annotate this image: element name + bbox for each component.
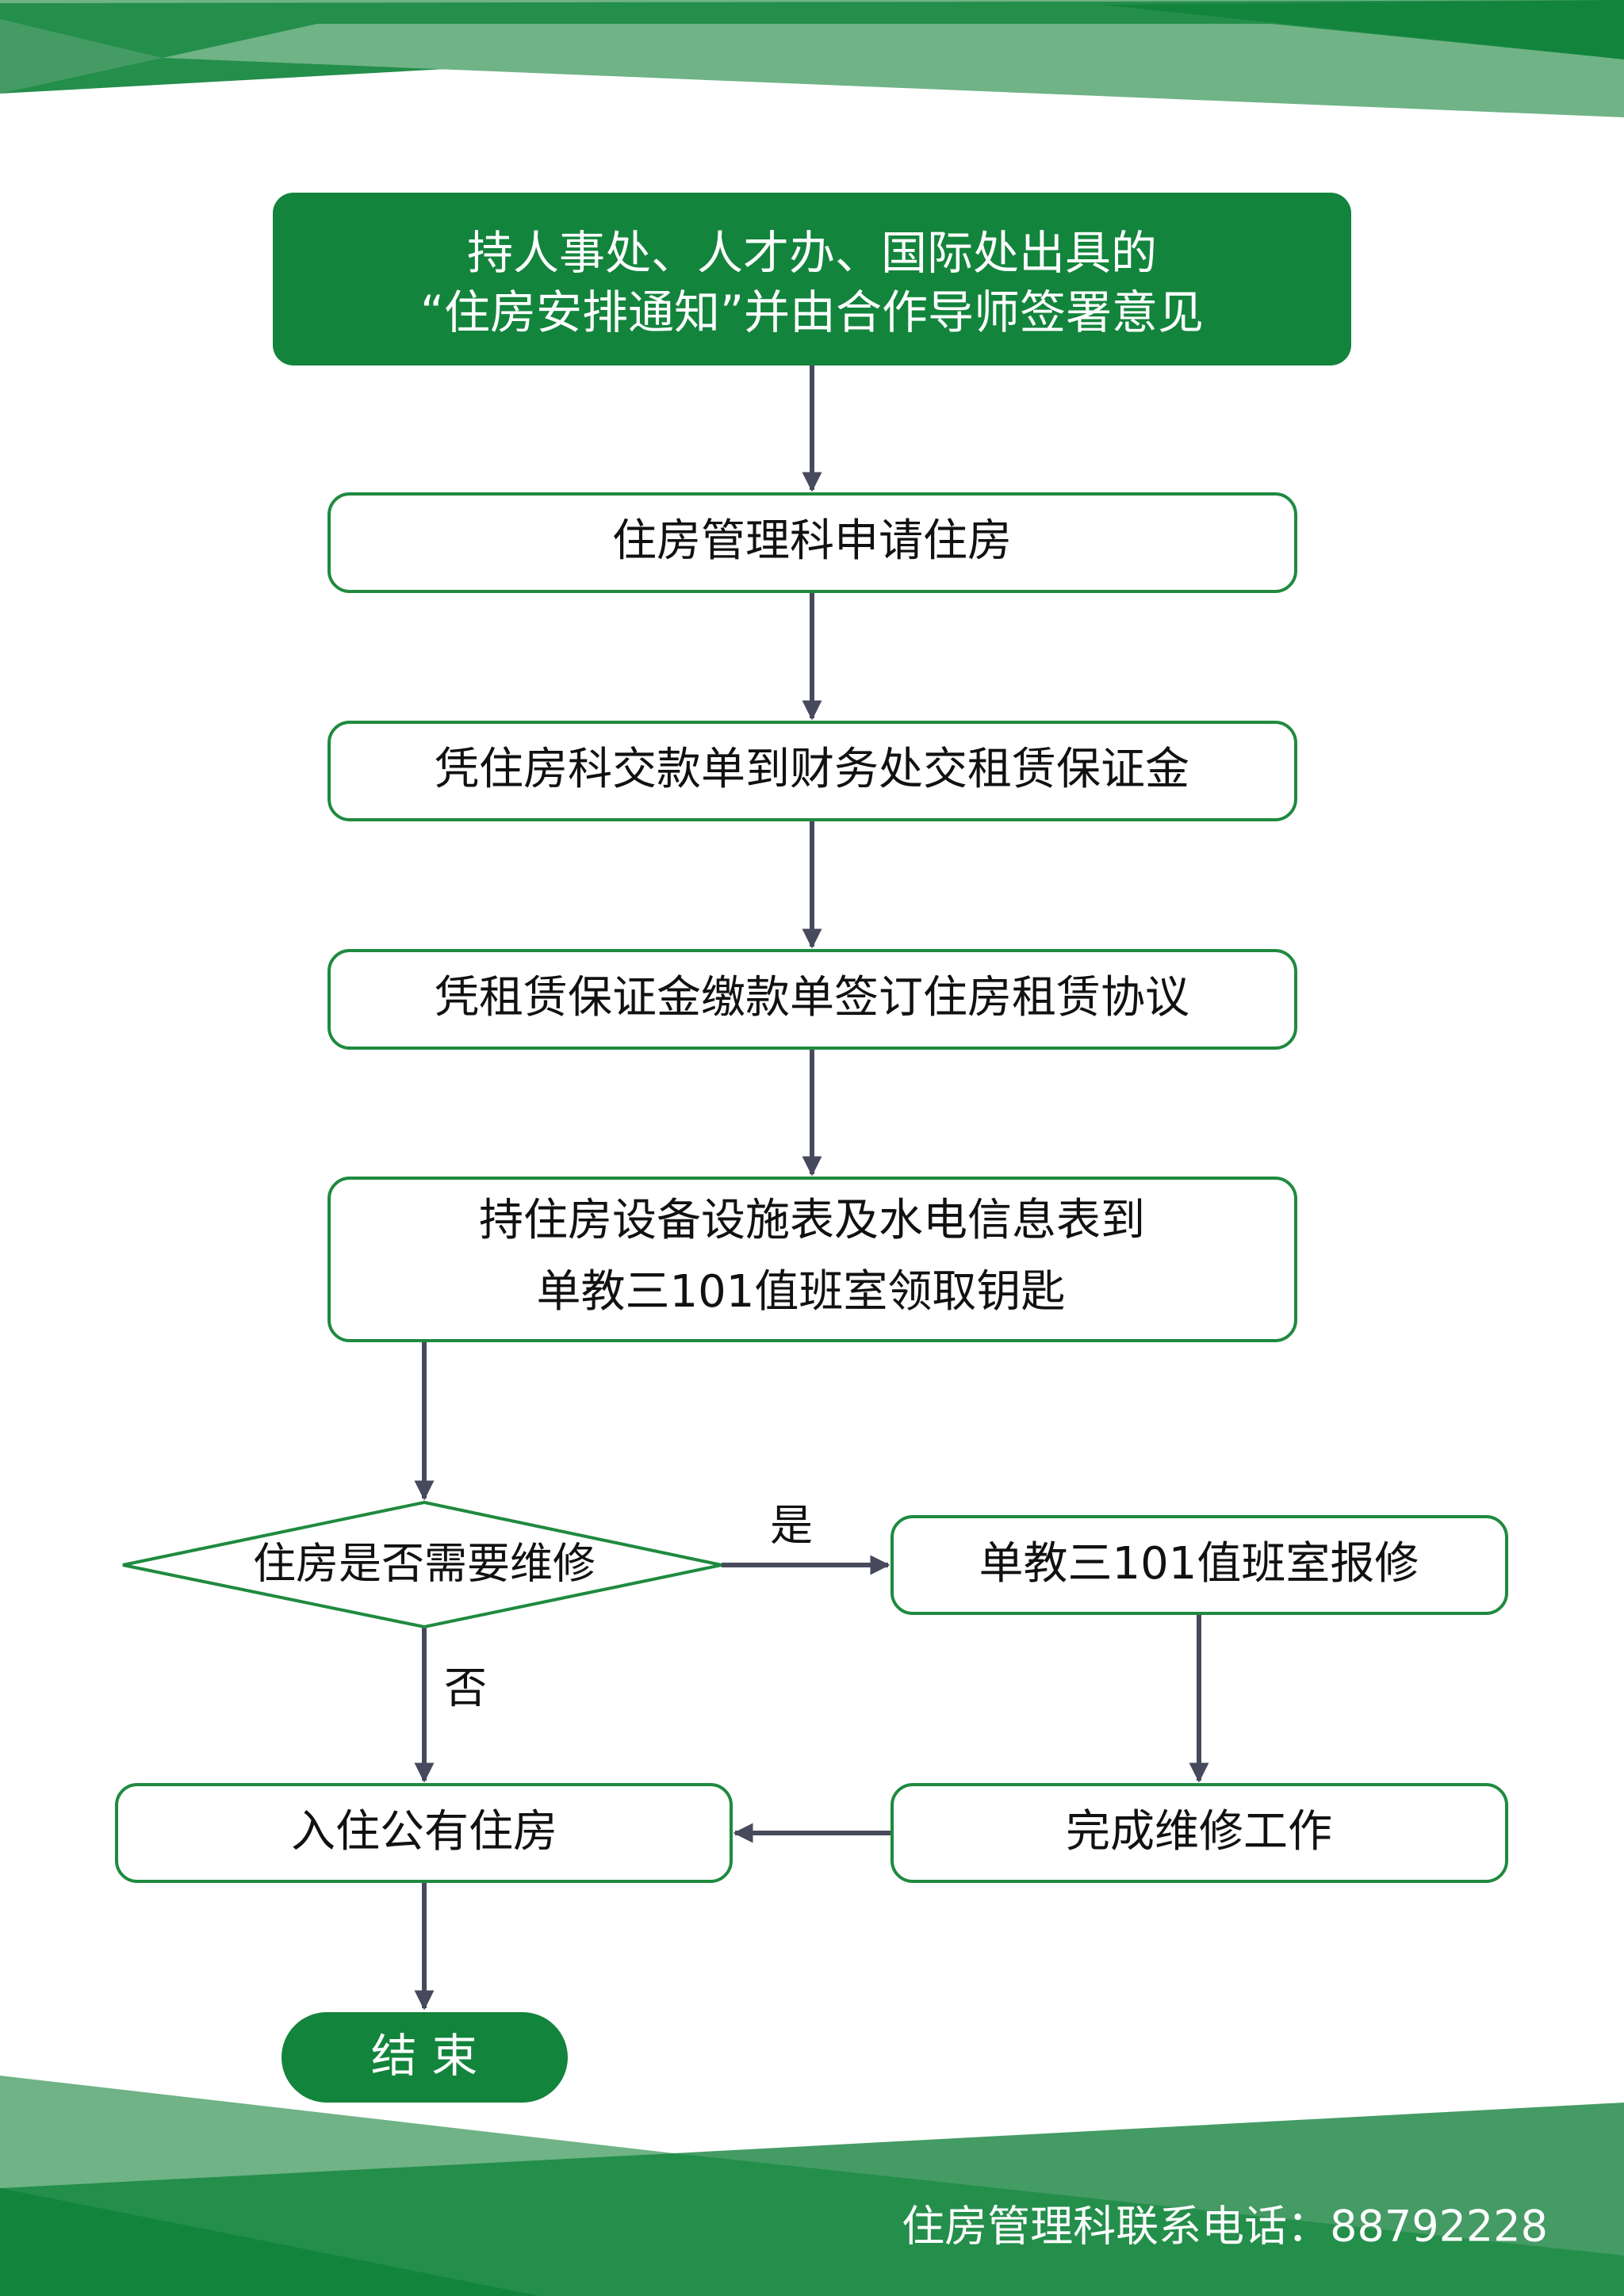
bottom-band-light-left	[0, 2076, 674, 2188]
start-box	[273, 193, 1351, 365]
step-apply: 住房管理科申请住房	[327, 492, 1297, 593]
step-deposit-text: 凭住房科交款单到财务处交租赁保证金	[435, 744, 1189, 795]
start-text-line1: 持人事处、人才办、国际处出具的	[467, 226, 1157, 280]
move-in-box	[115, 1783, 733, 1883]
repair-report-node: 单教三101值班室报修	[891, 1515, 1508, 1615]
step-apply-box	[327, 492, 1297, 593]
repair-done-node: 完成维修工作	[891, 1783, 1508, 1883]
step-keys: 持住房设备设施表及水电信息表到 单教三101值班室领取钥匙	[327, 1177, 1297, 1342]
end-text: 结 束	[371, 2029, 477, 2083]
decision-node: 住房是否需要维修 是 否	[122, 1500, 813, 1713]
start-text-line2: “住房安排通知”并由合作导师签署意见	[420, 285, 1204, 339]
decision-text: 住房是否需要维修	[253, 1539, 596, 1589]
step-deposit: 凭住房科交款单到财务处交租赁保证金	[327, 721, 1297, 821]
step-deposit-box	[327, 721, 1297, 821]
step-contract-box	[327, 949, 1297, 1050]
repair-done-text: 完成维修工作	[1066, 1806, 1332, 1858]
repair-report-box	[891, 1515, 1508, 1615]
top-band-strip	[0, 0, 1624, 3]
top-band-dark-right	[1102, 0, 1624, 59]
step-keys-text-line1: 持住房设备设施表及水电信息表到	[479, 1195, 1145, 1246]
step-apply-text: 住房管理科申请住房	[612, 515, 1012, 567]
end-node: 结 束	[282, 2012, 568, 2103]
bottom-band-dark-left	[0, 2188, 539, 2296]
move-in-node: 入住公有住房	[115, 1783, 733, 1883]
top-band-light-right	[163, 24, 1624, 117]
bottom-band-mid	[0, 2153, 1624, 2296]
start-node: 持人事处、人才办、国际处出具的 “住房安排通知”并由合作导师签署意见	[273, 193, 1351, 365]
end-pill	[282, 2012, 568, 2103]
decision-no-label: 否	[444, 1663, 487, 1713]
step-contract-text: 凭租赁保证金缴款单签订住房租赁协议	[435, 972, 1189, 1024]
decision-diamond	[122, 1500, 722, 1629]
step-keys-text-line2: 单教三101值班室领取钥匙	[537, 1266, 1066, 1318]
move-in-text: 入住公有住房	[291, 1806, 557, 1858]
connectors	[414, 365, 1209, 2011]
step-contract: 凭租赁保证金缴款单签订住房租赁协议	[327, 949, 1297, 1050]
decision-yes-label: 是	[770, 1501, 813, 1551]
footer-contact: 住房管理科联系电话：88792228	[902, 2202, 1548, 2252]
repair-done-box	[891, 1783, 1508, 1883]
step-keys-box	[327, 1177, 1297, 1342]
repair-report-text: 单教三101值班室报修	[979, 1538, 1419, 1590]
top-band-light-left	[0, 19, 163, 94]
